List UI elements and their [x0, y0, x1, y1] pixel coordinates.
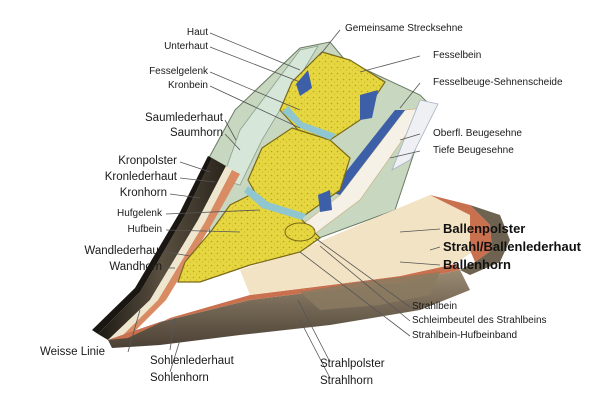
label-sohlenlederhaut: Sohlenlederhaut — [150, 355, 234, 367]
label-wandhorn: Wandhorn — [109, 261, 162, 273]
label-fesselbeuge-sehnenscheide: Fesselbeuge-Sehnenscheide — [433, 77, 563, 88]
digital-cushion — [240, 195, 475, 295]
label-oberfl-beugesehne: Oberfl. Beugesehne — [433, 128, 522, 139]
label-hufbein: Hufbein — [127, 224, 162, 235]
bulb-horn — [460, 205, 510, 275]
coffin-joint — [244, 186, 306, 220]
navicular-bone — [284, 222, 316, 242]
label-weisse-linie: Weisse Linie — [40, 346, 105, 358]
label-kronbein: Kronbein — [167, 80, 208, 91]
label-fesselbein: Fesselbein — [433, 50, 482, 61]
label-kronpolster: Kronpolster — [118, 155, 177, 167]
synovial-pouch-1 — [360, 90, 378, 120]
label-ballenpolster: Ballenpolster — [443, 221, 526, 236]
label-unterhaut: Unterhaut — [164, 41, 208, 52]
label-haut: Haut — [186, 27, 208, 38]
label-strahlbein: Strahlbein — [412, 301, 458, 312]
synovial-pouch-3 — [296, 70, 312, 96]
label-kronhorn: Kronhorn — [119, 187, 167, 199]
label-strahlbein-hufbeinband: Strahlbein-Hufbeinband — [412, 330, 518, 341]
label-ballenhorn: Ballenhorn — [443, 257, 511, 272]
label-saumhorn: Saumhorn — [169, 127, 223, 139]
fetlock-joint — [282, 106, 336, 140]
synovial-pouch-2 — [318, 190, 332, 212]
superficial-flexor-tendon — [391, 99, 439, 171]
label-sohlenhorn: Sohlenhorn — [150, 372, 209, 384]
white-line — [108, 166, 232, 342]
label-kronlederhaut: Kronlederhaut — [104, 171, 177, 183]
label-hufgelenk: Hufgelenk — [116, 208, 162, 219]
hoof-wall-outer — [92, 156, 212, 334]
label-fesselgelenk: Fesselgelenk — [149, 66, 208, 77]
label-schleimbeutel: Schleimbeutel des Strahlbeins — [412, 315, 547, 326]
wall-dermis — [116, 170, 240, 342]
label-strahl-ballenlederhaut: Strahl/Ballenlederhaut — [443, 239, 581, 254]
bulb-dermis — [430, 195, 492, 262]
label-gemeinsame-strecksehne: Gemeinsame Strecksehne — [345, 23, 463, 34]
label-saumlederhaut: Saumlederhaut — [145, 112, 223, 124]
tendon-sheath — [330, 110, 405, 195]
label-strahlhorn: Strahlhorn — [320, 375, 374, 387]
label-strahlpolster: Strahlpolster — [320, 358, 385, 370]
label-tiefe-beugesehne: Tiefe Beugesehne — [433, 145, 514, 156]
hoof-wall-shape — [98, 158, 226, 340]
frog-horn — [300, 272, 440, 310]
label-wandlederhaut: Wandlederhaut — [84, 245, 162, 257]
